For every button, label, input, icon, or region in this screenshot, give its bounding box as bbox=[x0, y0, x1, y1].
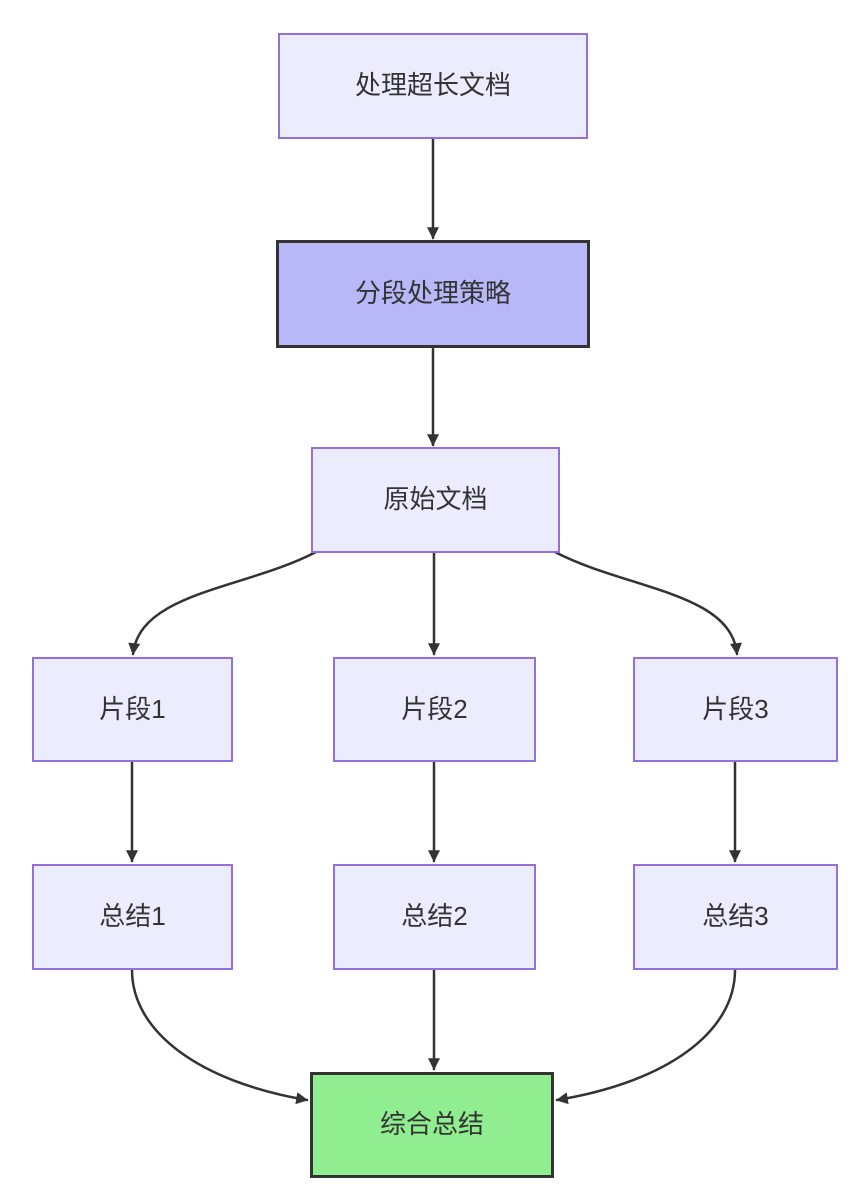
node-label: 综合总结 bbox=[379, 1109, 484, 1140]
edge-original-to-fragment3 bbox=[553, 550, 742, 656]
node-label: 总结2 bbox=[401, 901, 468, 932]
node-summary-1: 总结1 bbox=[32, 864, 233, 970]
node-fragment-3: 片段3 bbox=[633, 657, 838, 762]
node-label: 总结3 bbox=[702, 901, 769, 932]
edge-summary3-to-final bbox=[555, 968, 737, 1105]
edge-summary1-to-final bbox=[130, 968, 309, 1105]
node-label: 处理超长文档 bbox=[354, 70, 511, 101]
node-label: 片段2 bbox=[401, 693, 468, 724]
node-label: 片段1 bbox=[99, 693, 166, 724]
node-fragment-1: 片段1 bbox=[32, 657, 233, 762]
node-final-summary: 综合总结 bbox=[310, 1072, 554, 1178]
node-summary-2: 总结2 bbox=[333, 864, 536, 970]
node-summary-3: 总结3 bbox=[633, 864, 838, 970]
edge-original-to-fragment1 bbox=[128, 550, 318, 656]
node-original-doc: 原始文档 bbox=[311, 447, 560, 553]
node-label: 总结1 bbox=[99, 901, 166, 932]
node-segment-strategy: 分段处理策略 bbox=[276, 240, 590, 348]
node-label: 分段处理策略 bbox=[354, 278, 511, 309]
node-label: 原始文档 bbox=[383, 484, 488, 515]
node-fragment-2: 片段2 bbox=[333, 657, 536, 762]
node-process-long-doc: 处理超长文档 bbox=[278, 33, 588, 139]
node-label: 片段3 bbox=[702, 693, 769, 724]
